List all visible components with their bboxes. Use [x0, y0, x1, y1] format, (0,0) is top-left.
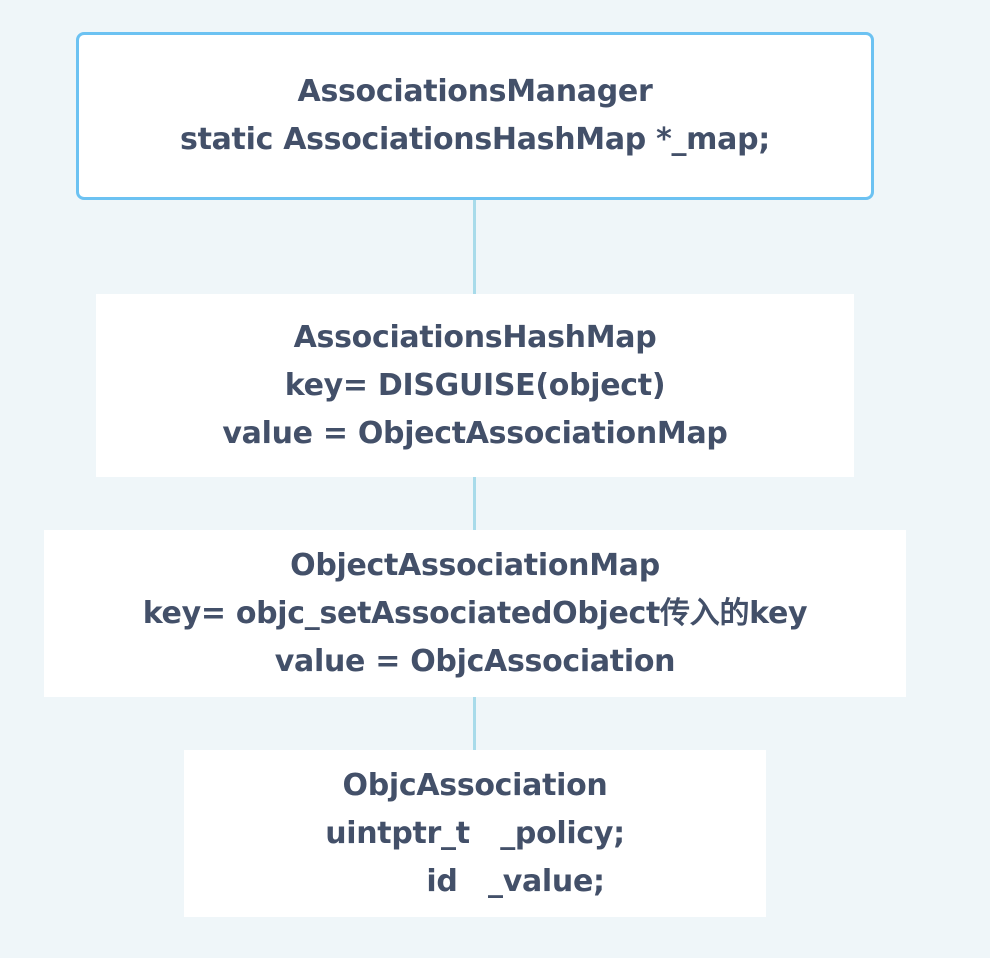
node-field: static AssociationsHashMap *_map;: [180, 122, 770, 157]
node-value-field: id _value;: [345, 863, 605, 899]
node-value: value = ObjectAssociationMap: [222, 415, 728, 451]
connector-manager-to-hashmap: [473, 196, 476, 296]
node-title: ObjectAssociationMap: [290, 547, 660, 583]
node-object-association-map[interactable]: ObjectAssociationMap key= objc_setAssoci…: [44, 530, 906, 697]
node-policy-field: uintptr_t _policy;: [325, 815, 625, 851]
node-title: ObjcAssociation: [342, 767, 608, 803]
node-title: AssociationsManager: [297, 74, 653, 109]
node-associations-manager[interactable]: AssociationsManager static AssociationsH…: [76, 32, 874, 200]
node-value: value = ObjcAssociation: [274, 643, 676, 679]
node-objc-association[interactable]: ObjcAssociation uintptr_t _policy; id _v…: [184, 750, 766, 917]
node-title: AssociationsHashMap: [293, 319, 657, 355]
connector-objectmap-to-association: [473, 697, 476, 751]
connector-hashmap-to-objectmap: [473, 477, 476, 531]
node-associations-hashmap[interactable]: AssociationsHashMap key= DISGUISE(object…: [96, 294, 854, 477]
node-key: key= DISGUISE(object): [284, 367, 666, 403]
node-key: key= objc_setAssociatedObject传入的key: [142, 595, 808, 631]
